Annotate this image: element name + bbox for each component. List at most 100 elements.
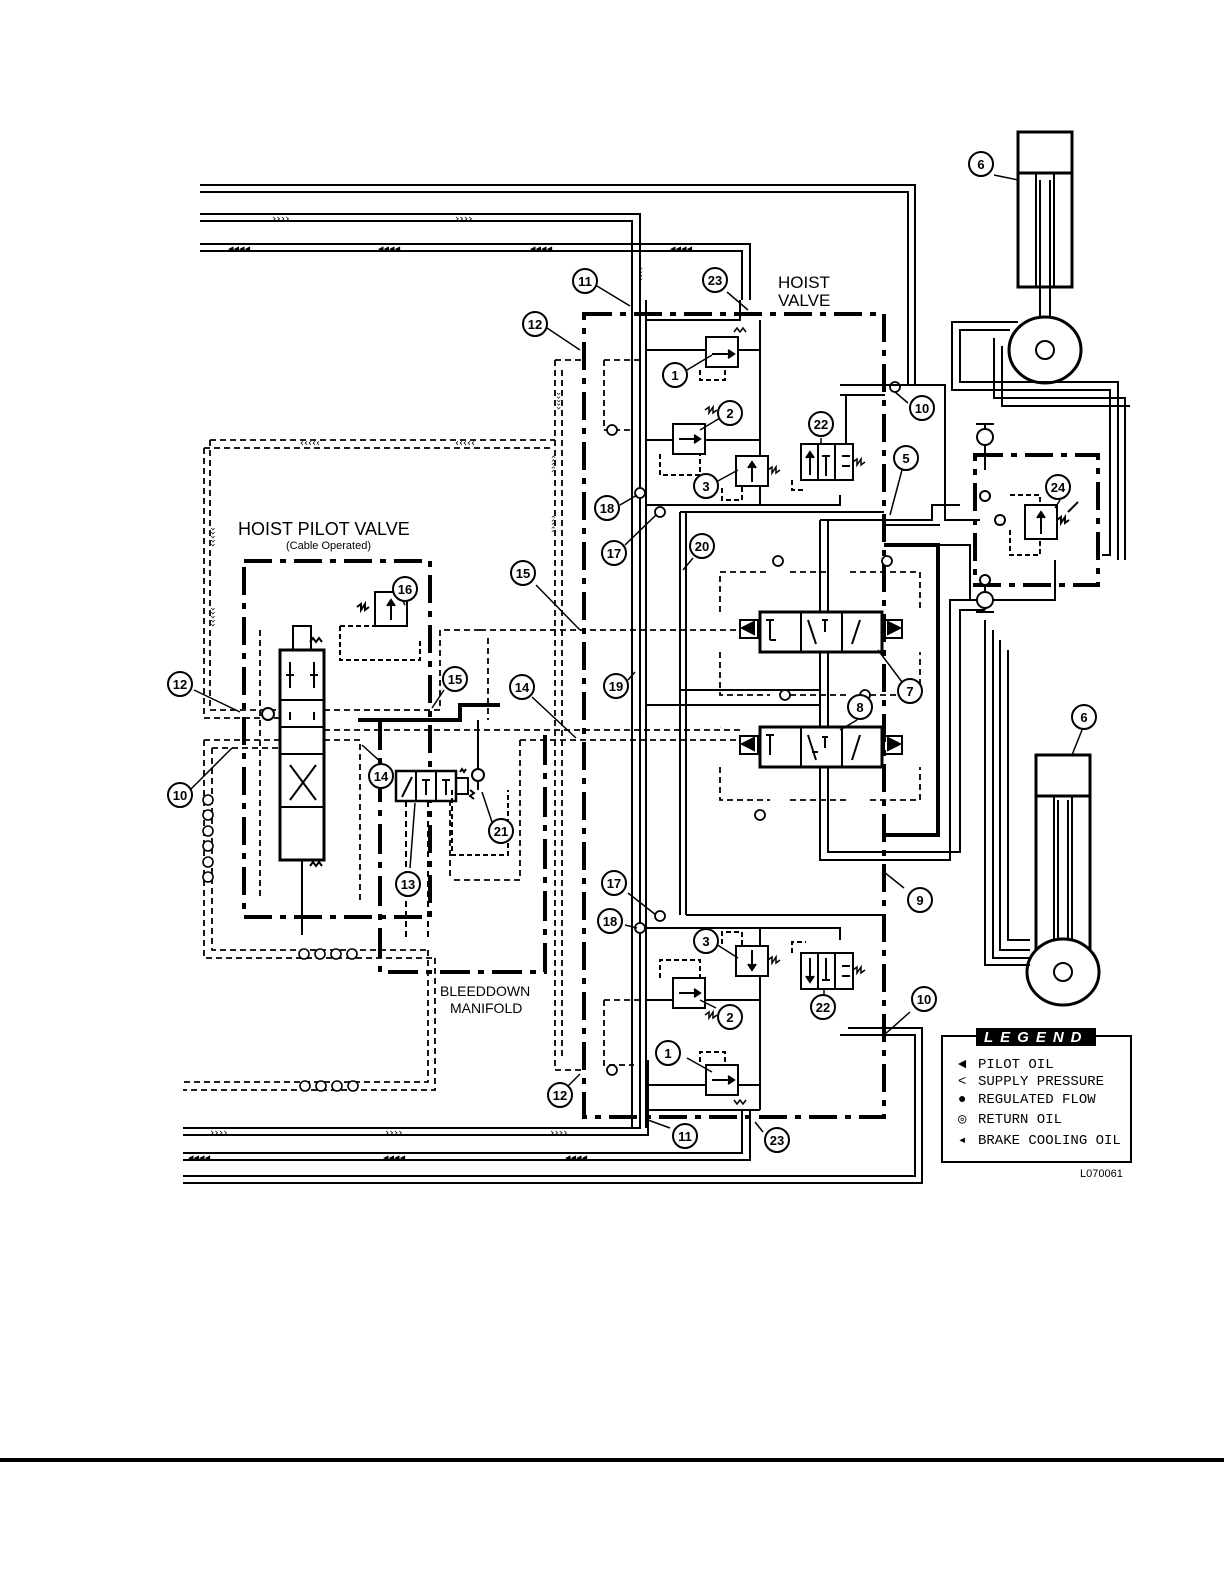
callout-5: 5 — [893, 445, 919, 471]
springs — [704, 326, 866, 1106]
svg-text:●: ● — [958, 1092, 966, 1108]
callout-2-top: 2 — [717, 400, 743, 426]
hoist-valve-boundary-solid — [884, 543, 940, 837]
legend-item-supply-pressure: < SUPPLY PRESSURE — [958, 1074, 1104, 1090]
svg-text:◂◂◂◂: ◂◂◂◂ — [228, 242, 251, 255]
svg-text:PILOT OIL: PILOT OIL — [978, 1057, 1054, 1073]
callout-3-top: 3 — [693, 473, 719, 499]
relief-valve-2-bottom — [659, 959, 706, 1009]
callout-7: 7 — [897, 678, 923, 704]
hoist-pilot-valve-label: HOIST PILOT VALVE — [238, 519, 410, 539]
callout-1-top: 1 — [662, 362, 688, 388]
svg-text:››››: ›››› — [272, 212, 290, 225]
svg-text:20: 20 — [695, 539, 709, 554]
spool-8 — [739, 725, 903, 769]
valve-24 — [976, 423, 1079, 613]
callout-10-left: 10 — [167, 782, 193, 808]
callout-leaders — [189, 174, 1083, 1133]
svg-text:24: 24 — [1051, 480, 1066, 495]
svg-text:8: 8 — [856, 700, 863, 715]
svg-text:12: 12 — [173, 677, 187, 692]
svg-text:19: 19 — [609, 679, 623, 694]
svg-text:◂◂◂◂: ◂◂◂◂ — [378, 242, 401, 255]
callout-12-left: 12 — [167, 671, 193, 697]
check-valve-pilot — [261, 707, 275, 721]
svg-text:23: 23 — [708, 273, 722, 288]
svg-text:◂◂◂◂: ◂◂◂◂ — [188, 1151, 211, 1164]
legend-title: LEGEND — [984, 1029, 1089, 1046]
svg-text:6: 6 — [977, 157, 984, 172]
top-lines — [200, 184, 916, 385]
svg-text:5: 5 — [902, 451, 909, 466]
svg-text:11: 11 — [578, 274, 592, 289]
svg-text:‹‹‹‹‹: ‹‹‹‹‹ — [455, 438, 475, 449]
callout-3-bottom: 3 — [693, 928, 719, 954]
svg-text:13: 13 — [401, 877, 415, 892]
svg-text:›››››: ››››› — [549, 455, 559, 473]
svg-text:◂◂◂◂: ◂◂◂◂ — [530, 242, 553, 255]
hoist-valve-label-line1: HOIST — [778, 273, 830, 292]
svg-text:1: 1 — [664, 1046, 671, 1061]
callouts: 11 23 12 1 2 3 22 10 5 18 17 20 16 15 15… — [167, 151, 1097, 1153]
svg-text:18: 18 — [603, 914, 617, 929]
svg-text:23: 23 — [770, 1133, 784, 1148]
callout-6-top: 6 — [968, 151, 994, 177]
svg-text:›››››: ››››› — [207, 527, 218, 547]
callout-8: 8 — [847, 694, 873, 720]
svg-text:17: 17 — [607, 876, 621, 891]
svg-text:3: 3 — [702, 479, 709, 494]
svg-text:12: 12 — [528, 317, 542, 332]
cylinder-6-bottom — [1025, 753, 1101, 1007]
callout-14-b: 14 — [368, 763, 394, 789]
callout-2-bottom: 2 — [717, 1004, 743, 1030]
callout-13: 13 — [395, 871, 421, 897]
callout-14-a: 14 — [509, 674, 535, 700]
svg-text:17: 17 — [607, 546, 621, 561]
callout-6-bottom: 6 — [1071, 704, 1097, 730]
legend-item-regulated-flow: ● REGULATED FLOW — [958, 1092, 1096, 1108]
svg-text:14: 14 — [515, 680, 530, 695]
legend-item-pilot-oil: ◄ PILOT OIL — [958, 1057, 1054, 1073]
callout-18-bottom: 18 — [597, 908, 623, 934]
callout-12-bottom: 12 — [547, 1082, 573, 1108]
svg-text:◂◂◂◂: ◂◂◂◂ — [670, 242, 693, 255]
valve-22-bottom — [791, 941, 854, 990]
svg-text:12: 12 — [553, 1088, 567, 1103]
svg-text:››››: ›››› — [550, 1126, 568, 1139]
callout-22-bottom: 22 — [810, 994, 836, 1020]
svg-text:››››: ›››› — [385, 1126, 403, 1139]
svg-text:15: 15 — [448, 672, 462, 687]
callout-17-top: 17 — [601, 540, 627, 566]
svg-text:3: 3 — [702, 934, 709, 949]
bleeddown-label-line2: MANIFOLD — [450, 1000, 522, 1016]
figure-id: L070061 — [1080, 1168, 1123, 1180]
pilot-valve-relief-16 — [339, 591, 421, 661]
svg-text:1: 1 — [671, 368, 678, 383]
bleeddown-heavy-line — [358, 703, 500, 722]
relief-valve-2-top — [659, 423, 706, 476]
legend-item-brake-cooling-oil: ◂ BRAKE COOLING OIL — [958, 1133, 1121, 1149]
callout-23-bottom: 23 — [764, 1127, 790, 1153]
svg-text:›››››: ››››› — [549, 515, 559, 533]
pilot-arrows-vertical: ››››› ››››› ››››› ›››› — [549, 267, 645, 533]
hoist-pilot-valve-boundary — [242, 559, 432, 919]
svg-text:SUPPLY PRESSURE: SUPPLY PRESSURE — [978, 1074, 1104, 1090]
svg-text:2: 2 — [726, 1010, 733, 1025]
svg-text:BRAKE COOLING OIL: BRAKE COOLING OIL — [978, 1133, 1121, 1149]
bleeddown-manifold-boundary — [378, 720, 547, 974]
svg-text:22: 22 — [814, 417, 828, 432]
svg-text:‹‹‹‹‹: ‹‹‹‹‹ — [300, 438, 320, 449]
callout-16: 16 — [392, 576, 418, 602]
bleeddown-label-line1: BLEEDDOWN — [440, 983, 530, 999]
callout-24: 24 — [1045, 474, 1071, 500]
hoist-valve-label-line2: VALVE — [778, 291, 830, 310]
cable-operated-label: (Cable Operated) — [286, 540, 371, 552]
callout-18-top: 18 — [594, 495, 620, 521]
svg-text:››››: ›››› — [210, 1126, 228, 1139]
svg-text:16: 16 — [398, 582, 412, 597]
spool-7 — [739, 610, 903, 654]
callout-23-top: 23 — [702, 267, 728, 293]
legend: LEGEND ◄ PILOT OIL < SUPPLY PRESSURE ● R… — [941, 1028, 1132, 1163]
svg-text:10: 10 — [915, 401, 929, 416]
